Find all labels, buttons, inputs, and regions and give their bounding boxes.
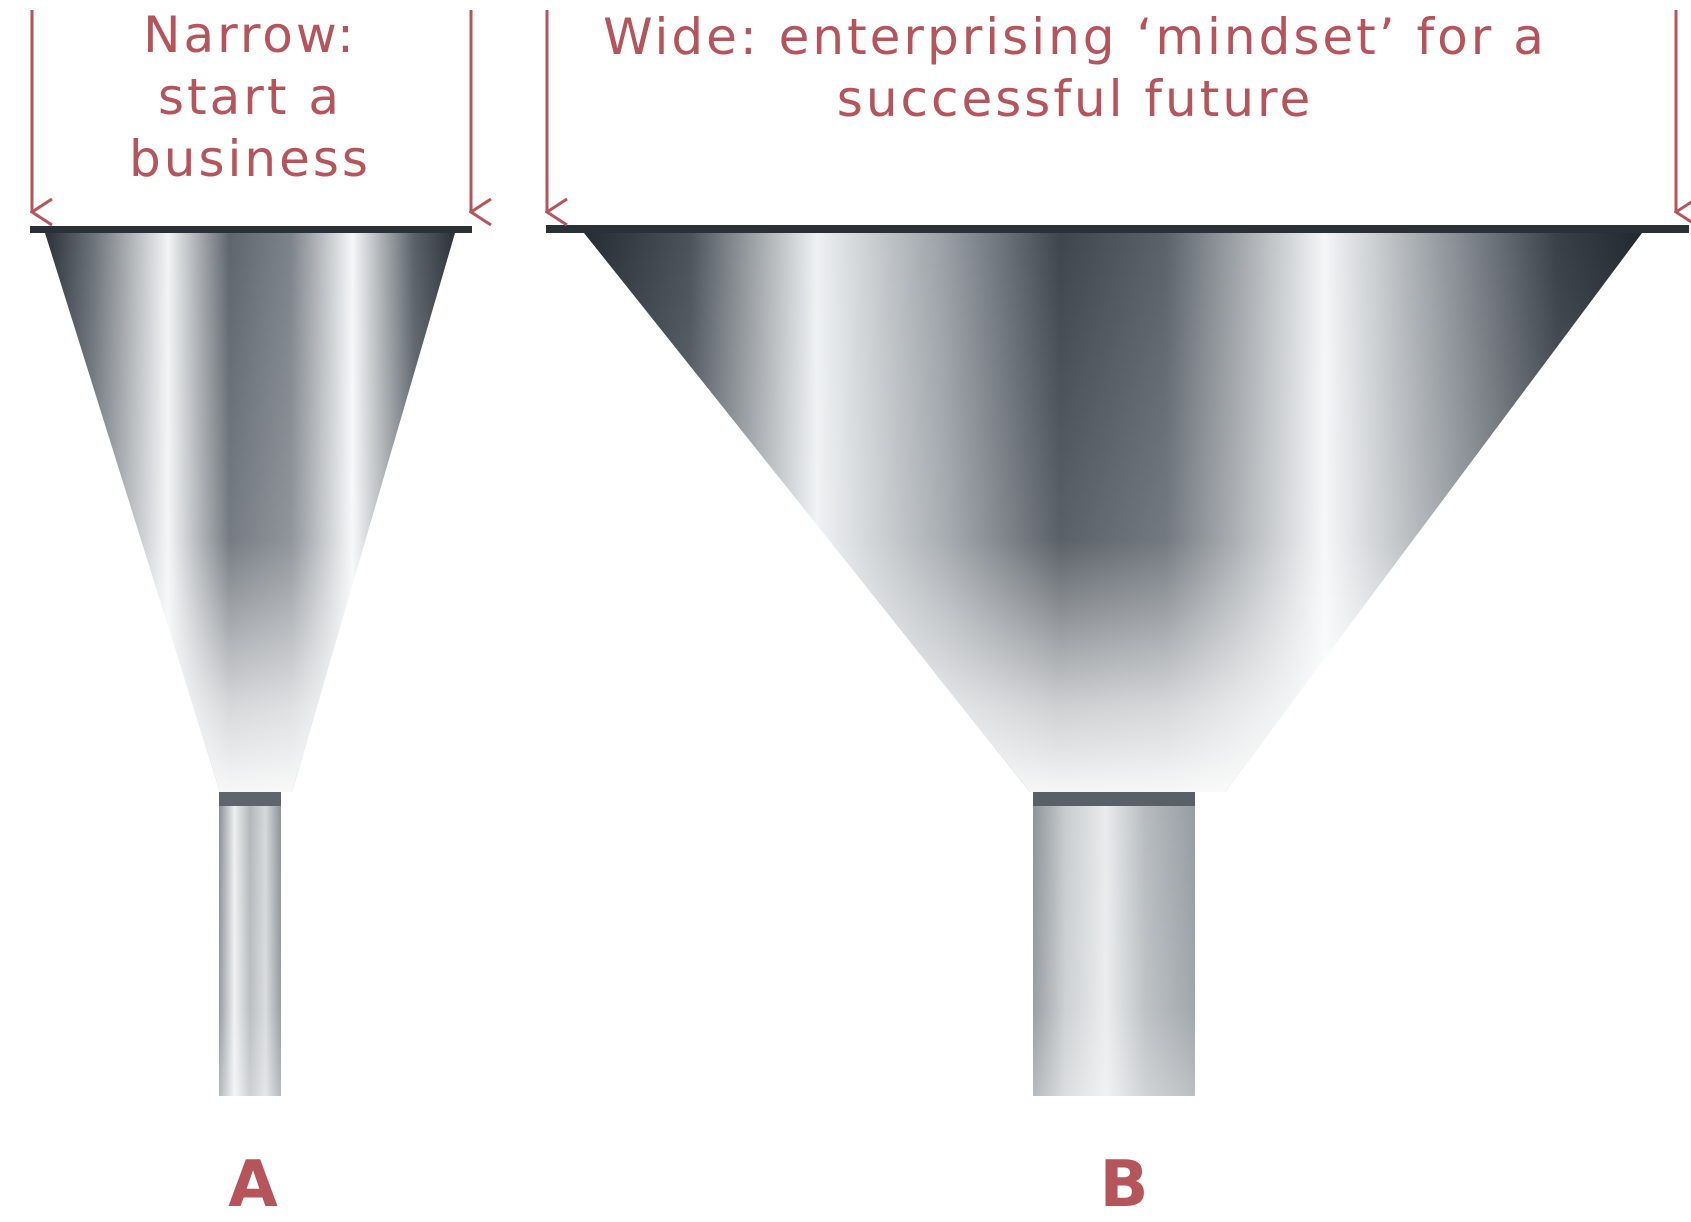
funnel-b-pipe-collar xyxy=(1033,792,1195,806)
funnel-b-rim xyxy=(546,225,1689,233)
funnel-a-label: A xyxy=(228,1148,278,1222)
funnel-a-rim xyxy=(30,226,472,233)
funnel-b xyxy=(546,225,1689,1096)
funnel-a-pipe-sheen xyxy=(219,806,281,1096)
funnel-b-pipe-sheen xyxy=(1033,806,1195,1096)
funnel-b-cone-highlight xyxy=(584,233,1642,792)
funnel-a xyxy=(30,226,472,1096)
width-arrows xyxy=(32,10,1676,212)
funnel-b-label: B xyxy=(1099,1148,1149,1222)
funnel-b-caption: Wide: enterprising ‘mindset’ for a succe… xyxy=(603,8,1547,128)
funnel-a-caption: Narrow: start a business xyxy=(129,6,371,188)
funnel-a-pipe-collar xyxy=(219,792,281,806)
funnel-a-cone-highlight xyxy=(45,233,455,792)
